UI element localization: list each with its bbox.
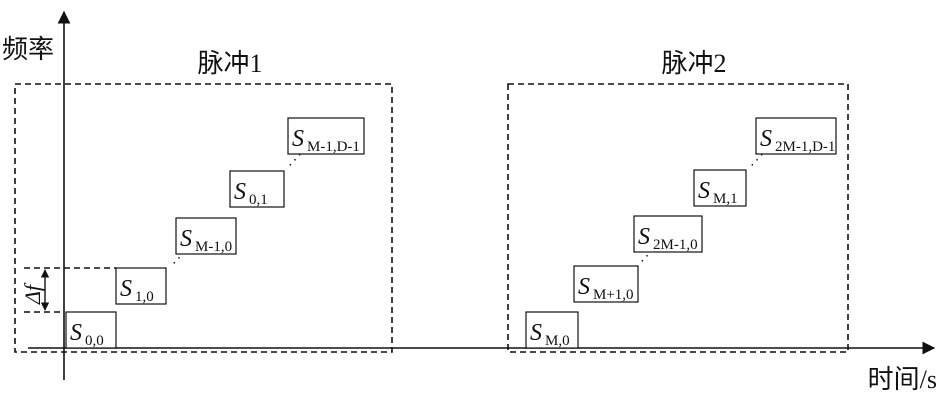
pulse-1-cell-3: S 0,1 — [229, 170, 285, 208]
pulse-1-cell-2: S M-1,0 — [175, 217, 237, 255]
svg-text:S: S — [292, 126, 304, 152]
svg-text:S: S — [180, 226, 192, 252]
pulse-1-ellipsis-1: ⋰ — [172, 251, 186, 266]
pulse-2-cell-2: S 2M-1,0 — [633, 215, 703, 253]
svg-text:0,1: 0,1 — [249, 192, 268, 208]
pulse-1-cell-4: S M-1,D-1 — [287, 117, 365, 155]
svg-text:M,0: M,0 — [545, 333, 570, 349]
pulse-2-label: 脉冲2 — [661, 49, 726, 78]
y-axis-label: 频率 — [2, 35, 54, 64]
pulse-2-cell-3: S M,1 — [693, 169, 747, 207]
svg-text:S: S — [234, 179, 246, 205]
svg-text:S: S — [760, 126, 772, 152]
pulse-1-frame — [14, 83, 393, 353]
svg-text:S: S — [70, 320, 82, 346]
delta-f-label: Δf — [20, 282, 45, 305]
pulse-2-cell-1: S M+1,0 — [573, 265, 639, 303]
pulse-1-cell-0: S 0,0 — [65, 311, 117, 349]
pulse-1-label: 脉冲1 — [197, 49, 262, 78]
pulse-2-ellipsis-2: ⋰ — [750, 153, 764, 168]
svg-text:2M-1,0: 2M-1,0 — [653, 237, 698, 253]
svg-text:S: S — [120, 276, 132, 302]
svg-text:1,0: 1,0 — [135, 289, 154, 305]
svg-text:M,1: M,1 — [713, 191, 738, 207]
pulse-1-ellipsis-2: ⋰ — [288, 153, 302, 168]
pulse-2-ellipsis-1: ⋰ — [640, 249, 654, 264]
svg-text:M+1,0: M+1,0 — [593, 287, 634, 303]
pulse-2-cell-4: S 2M-1,D-1 — [755, 117, 837, 155]
svg-text:0,0: 0,0 — [85, 333, 104, 349]
svg-text:M-1,D-1: M-1,D-1 — [307, 139, 360, 155]
pulse-2-cell-0: S M,0 — [525, 311, 579, 349]
pulse-1-cell-1: S 1,0 — [115, 267, 167, 305]
x-axis-label: 时间/s — [868, 365, 937, 394]
svg-text:S: S — [638, 224, 650, 250]
svg-text:S: S — [578, 274, 590, 300]
svg-text:M-1,0: M-1,0 — [195, 239, 232, 255]
svg-text:2M-1,D-1: 2M-1,D-1 — [775, 139, 835, 155]
svg-text:S: S — [698, 178, 710, 204]
pulse-2-frame — [507, 83, 849, 353]
svg-text:S: S — [530, 320, 542, 346]
